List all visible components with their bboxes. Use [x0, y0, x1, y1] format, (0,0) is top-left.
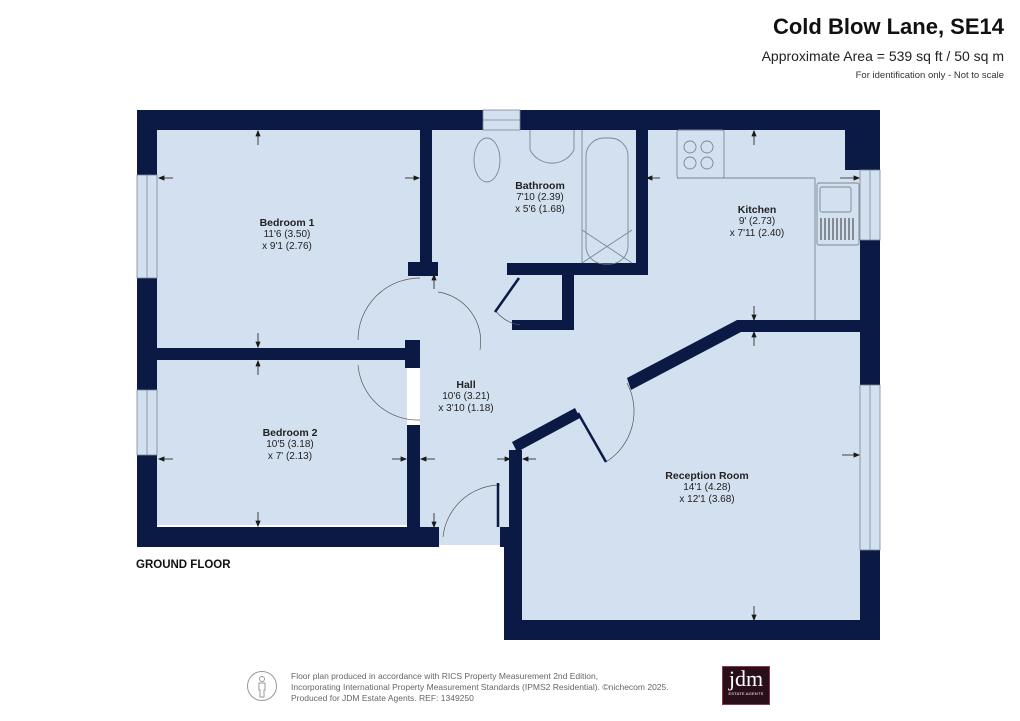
room-dimension: 14'1 (4.28)	[683, 482, 731, 493]
room-dimension: x 7'11 (2.40)	[729, 228, 785, 239]
room-bedroom-2: Bedroom 2 10'5 (3.18) x 7' (2.13)	[263, 427, 318, 463]
room-dimension: x 9'1 (2.76)	[262, 241, 312, 252]
approximate-area: Approximate Area = 539 sq ft / 50 sq m	[761, 48, 1004, 64]
room-dimension: x 5'6 (1.68)	[515, 204, 565, 215]
room-name: Hall	[456, 379, 476, 391]
room-bedroom-1: Bedroom 1 11'6 (3.50) x 9'1 (2.76)	[260, 217, 315, 253]
disclaimer-note: For identification only - Not to scale	[855, 70, 1004, 81]
property-title: Cold Blow Lane, SE14	[772, 14, 1004, 39]
room-dimension: 7'10 (2.39)	[516, 192, 564, 203]
room-hall: Hall 10'6 (3.21) x 3'10 (1.18)	[438, 379, 493, 415]
room-dimension: 11'6 (3.50)	[263, 229, 311, 240]
room-bathroom: Bathroom 7'10 (2.39) x 5'6 (1.68)	[515, 180, 565, 216]
person-icon	[247, 671, 277, 701]
room-dimension: x 3'10 (1.18)	[438, 403, 494, 414]
floor-label: GROUND FLOOR	[136, 559, 231, 571]
room-name: Reception Room	[665, 470, 749, 482]
sink-drainer	[820, 218, 854, 240]
room-name: Bedroom 2	[262, 427, 318, 439]
room-name: Kitchen	[737, 204, 777, 216]
windows	[136, 109, 881, 551]
room-dimension: 10'6 (3.21)	[442, 391, 490, 402]
room-dimension: 10'5 (3.18)	[266, 439, 314, 450]
footer-disclaimer: Floor plan produced in accordance with R…	[291, 671, 669, 704]
room-name: Bedroom 1	[259, 217, 315, 229]
footer-line: Incorporating International Property Mea…	[291, 682, 669, 692]
logo-subtext: ESTATE AGENTS	[728, 691, 764, 696]
room-name: Bathroom	[515, 180, 565, 192]
walls	[137, 110, 880, 640]
room-kitchen: Kitchen 9' (2.73) x 7'11 (2.40)	[730, 204, 785, 240]
footer-line: Produced for JDM Estate Agents. REF: 134…	[291, 693, 474, 703]
footer-line: Floor plan produced in accordance with R…	[291, 671, 599, 681]
door-swings	[357, 277, 635, 538]
room-reception: Reception Room 14'1 (4.28) x 12'1 (3.68)	[665, 470, 748, 506]
floor-fill	[157, 130, 860, 620]
logo-text: jdm	[728, 666, 764, 691]
measurement-arrows	[157, 129, 861, 622]
door-leaves	[493, 277, 608, 527]
room-dimension: 9' (2.73)	[738, 216, 776, 227]
room-dimension: x 12'1 (3.68)	[679, 494, 735, 505]
fixtures	[473, 129, 860, 320]
jdm-logo: jdm ESTATE AGENTS	[722, 666, 770, 705]
room-dimension: x 7' (2.13)	[267, 451, 313, 462]
